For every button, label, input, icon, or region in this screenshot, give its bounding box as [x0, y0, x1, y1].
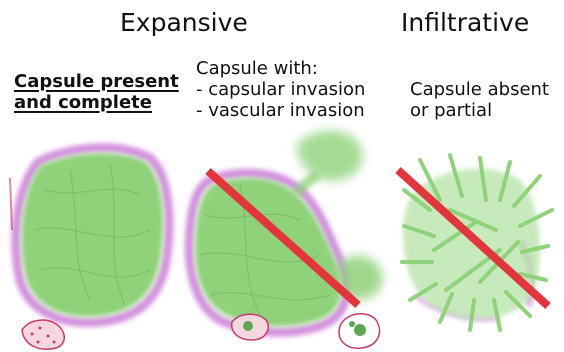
tumor-mass [22, 153, 163, 316]
vascular-invasion-clump [243, 321, 253, 331]
tumor-invasive [189, 131, 382, 349]
tumor-infiltrative [398, 155, 552, 330]
vessel [22, 320, 64, 349]
vascular-invasion-clump [354, 324, 366, 336]
vessel-edge [10, 178, 12, 230]
vascular-invasion-clump [349, 321, 355, 327]
capsular-invasion-lobe [296, 131, 363, 181]
tumor-encapsulated [10, 148, 169, 349]
tumor-mass [195, 178, 341, 326]
